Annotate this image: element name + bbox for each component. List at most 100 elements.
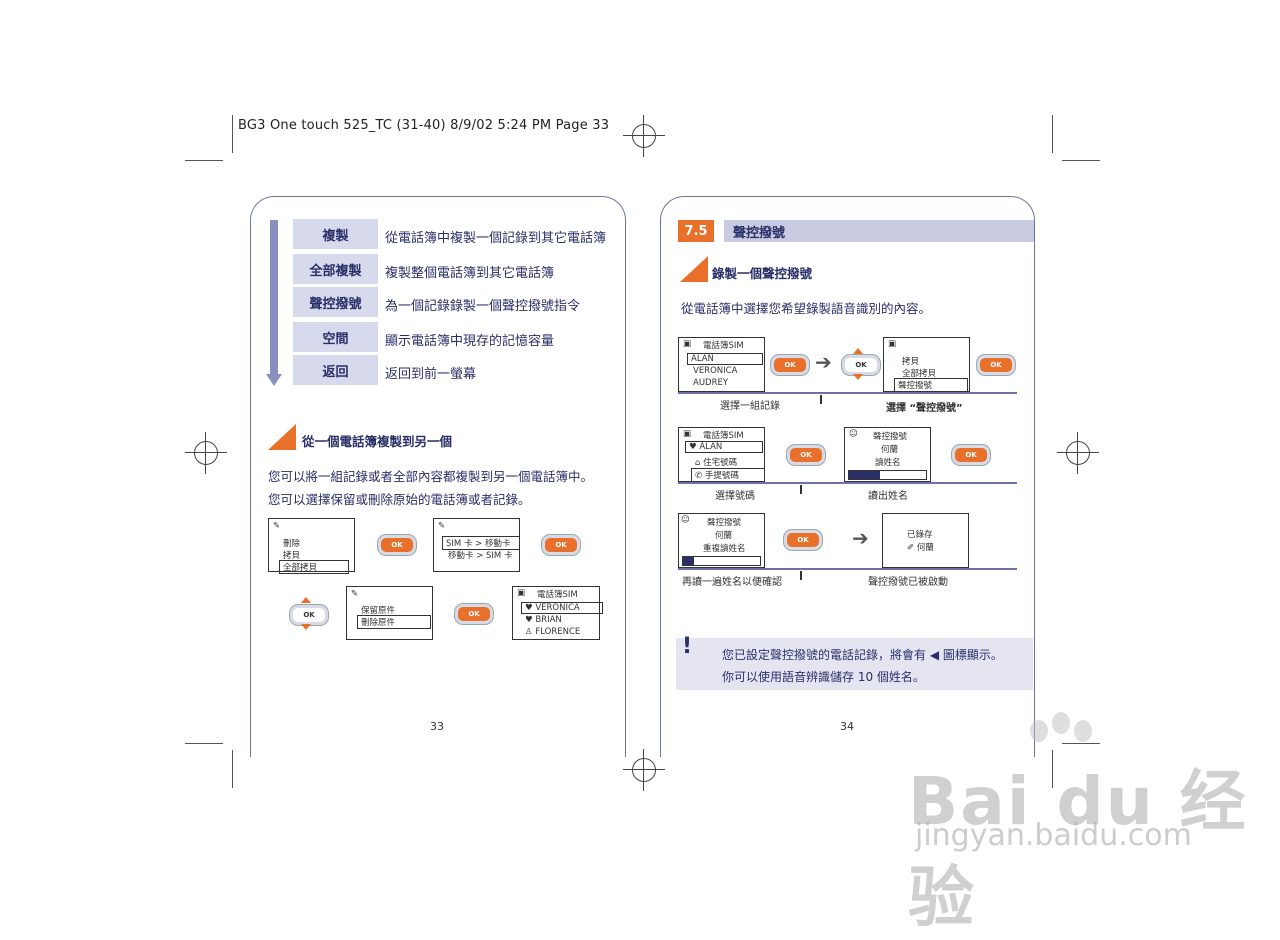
nav-key-icon: OK — [290, 605, 328, 625]
section-title: 錄製一個聲控撥號 — [712, 266, 813, 281]
screen-title: 電話簿SIM — [537, 590, 578, 600]
book-icon: ✎ — [438, 521, 446, 531]
entry-label: 住宅號碼 — [703, 458, 738, 468]
ok-button-icon: OK — [977, 355, 1015, 375]
trim-mark — [232, 115, 233, 153]
screen-item: VERONICA — [693, 366, 738, 376]
phone-screen-keep-delete: ✎ 保留原件 刪除原件 — [346, 586, 433, 640]
menu-scroll-bar — [270, 220, 278, 374]
registration-mark — [623, 749, 665, 791]
menu-desc-back: 返回到前一螢幕 — [385, 367, 477, 382]
sim-icon: ▣ — [683, 429, 692, 439]
entry-name: 何蘭 — [916, 543, 934, 553]
paw-logo — [1074, 720, 1092, 742]
phone-screen-sim-book: ▣ 電話簿SIM ♥ VERONICA ♥ BRIAN ♙ FLORENCE — [512, 586, 603, 640]
note-line-2: 你可以使用語音辨識儲存 10 個姓名。 — [722, 670, 925, 684]
trim-mark — [1062, 743, 1100, 744]
voice-tag-icon: ✐ — [907, 543, 915, 553]
caption: 讀出姓名 — [868, 491, 908, 502]
phone-screen-numbers: ▣ 電話簿SIM ♥ ALAN ⌂ 住宅號碼 ✆ 手提號碼 — [678, 427, 765, 482]
trim-mark — [1052, 115, 1053, 153]
phone-screen-options: ✎ 刪除 拷貝 全部拷貝 — [268, 518, 355, 574]
phone-screen-sim-list: ▣ 電話簿SIM ALAN VERONICA AUDREY — [678, 337, 765, 392]
ok-button-icon: OK — [378, 535, 416, 555]
trim-mark — [185, 743, 223, 744]
progress-bar — [848, 470, 927, 480]
section-title: 從一個電話簿複製到另一個 — [302, 434, 453, 449]
entry-label: 手提號碼 — [704, 471, 739, 481]
trim-mark — [185, 160, 223, 161]
body-line-2: 您可以選擇保留或刪除原始的電話簿或者記錄。 — [268, 492, 531, 507]
paw-logo — [1030, 720, 1048, 742]
entry-name: VERONICA — [535, 603, 580, 613]
ok-button-icon: OK — [542, 535, 580, 555]
warning-icon: ! — [682, 634, 693, 659]
nav-up-icon — [301, 597, 311, 603]
phone-screen-direction: ✎ SIM 卡 > 移動卡 移動卡 > SIM 卡 — [433, 518, 520, 572]
right-arrow-icon: ➔ — [815, 350, 832, 374]
screen-item: ♥ BRIAN — [525, 615, 562, 625]
trim-mark — [1052, 750, 1053, 788]
chapter-title: 聲控撥號 — [724, 220, 1034, 242]
menu-desc-copy: 從電話簿中複製一個記錄到其它電話簿 — [385, 231, 607, 246]
intro-text: 從電話簿中選擇您希望錄製語音識別的內容。 — [681, 301, 932, 316]
ok-button-icon: OK — [952, 445, 990, 465]
nav-up-icon — [853, 348, 863, 354]
screen-item-selected: 全部拷貝 — [279, 560, 349, 574]
registration-mark — [185, 432, 227, 474]
nav-down-icon — [301, 624, 311, 630]
screen-item: 保留原件 — [361, 606, 396, 616]
nav-down-icon — [853, 374, 863, 380]
screen-item-selected: ✆ 手提號碼 — [691, 468, 765, 482]
phone-screen-record: ☺ 聲控撥號 何蘭 讀姓名 — [844, 427, 931, 482]
note-box — [676, 638, 1033, 690]
menu-key-copy-all: 全部複製 — [293, 254, 378, 284]
screen-item: ✐ 何蘭 — [907, 541, 934, 553]
ok-button-icon: OK — [455, 604, 493, 624]
page-number-right: 34 — [840, 720, 854, 733]
voice-icon: ☺ — [849, 429, 858, 439]
screen-item-selected: ♥ ALAN — [685, 441, 763, 453]
caption: 選擇一組記錄 — [720, 401, 780, 412]
screen-item-selected: SIM 卡 > 移動卡 — [442, 536, 520, 550]
sim-icon: ▣ — [888, 339, 897, 349]
progress-fill — [683, 557, 694, 565]
screen-item: 聲控撥號 — [707, 518, 742, 528]
ok-button-icon: OK — [787, 445, 825, 465]
right-page-frame — [660, 196, 1035, 757]
person-icon: ♙ — [525, 627, 533, 637]
ok-button-icon: OK — [784, 530, 822, 550]
page-number-left: 33 — [430, 720, 444, 733]
voice-icon: ☺ — [681, 515, 690, 525]
caption: 聲控撥號已被啟動 — [868, 577, 948, 588]
screen-item: 全部拷貝 — [902, 369, 937, 379]
screen-item: 刪除 — [283, 539, 301, 549]
screen-item: 讀姓名 — [875, 458, 901, 468]
screen-item: ⌂ 住宅號碼 — [695, 456, 737, 468]
screen-item: 何蘭 — [715, 531, 733, 541]
entry-name: ALAN — [699, 442, 723, 452]
screen-item-selected: 聲控撥號 — [894, 378, 968, 392]
caption: 選擇 “聲控撥號” — [886, 403, 963, 414]
divider — [678, 392, 1017, 394]
progress-bar — [682, 556, 761, 566]
screen-item: 已錄存 — [907, 530, 933, 540]
menu-key-voice-dial: 聲控撥號 — [293, 287, 378, 317]
menu-key-space: 空間 — [293, 322, 378, 352]
divider-tick — [800, 571, 802, 580]
menu-key-copy: 複製 — [293, 219, 378, 249]
screen-item: 何蘭 — [881, 445, 899, 455]
mobile-icon: ✆ — [695, 471, 703, 481]
trim-mark — [1062, 160, 1100, 161]
body-line-1: 您可以將一組記錄或者全部內容都複製到另一個電話簿中。 — [268, 469, 594, 484]
heart-icon: ♥ — [525, 615, 533, 625]
screen-title: 電話簿SIM — [703, 431, 744, 441]
watermark-url: jingyan.baidu.com — [915, 818, 1192, 853]
sim-icon: ▣ — [517, 588, 526, 598]
registration-mark — [623, 115, 665, 157]
caption: 選擇號碼 — [715, 491, 755, 502]
entry-name: BRIAN — [535, 615, 562, 625]
divider — [678, 568, 1017, 570]
trim-mark — [232, 750, 233, 788]
screen-item: 拷貝 — [902, 357, 920, 367]
